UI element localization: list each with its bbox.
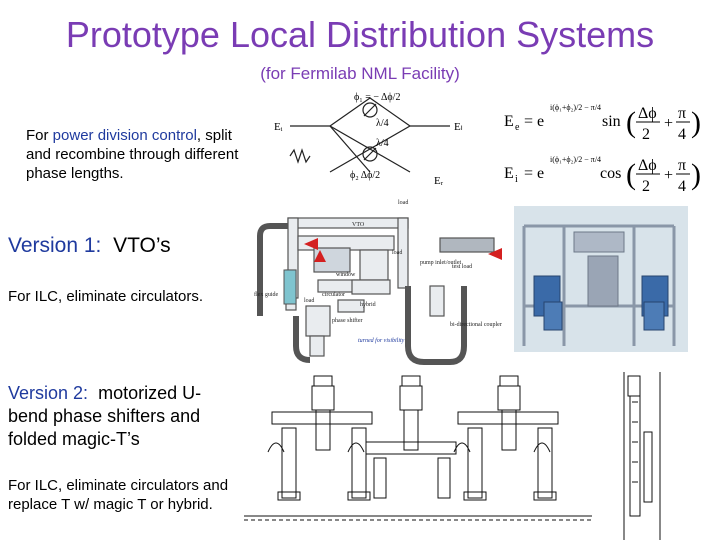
label-test-load: test load [452,264,472,270]
red-arrow-down [314,250,326,262]
eq1-arg-num: Δϕ [638,105,657,122]
eq1-paren-open: ( [626,106,636,139]
label-circulator: circulator [322,292,345,298]
eq2-paren-close: ) [691,158,700,191]
eq2-rhs: = e [524,165,544,182]
label-turned: turned for visibility [358,337,405,344]
eq1-pi-den: 4 [678,126,686,143]
label-bidirectional: bi-directional coupler [450,322,502,328]
label-vto: VTO [352,222,365,228]
version2-mechanical-drawing [244,372,661,540]
eq2-plus: + [664,167,673,184]
version1-heading: Version 1: VTO’s [8,234,171,258]
eq1-rhs: = e [524,113,544,130]
red-arrow-right [488,248,502,260]
vto-schematic: load VTO load window pump inlet/outlet c… [240,196,508,370]
eq2-exponent: i(ϕ₁+ϕ₂)/2 − π/4 [550,155,601,164]
eq2-pi-num: π [678,157,686,174]
label-load-right: load [392,250,402,256]
ilc-note-1: For ILC, eliminate circulators. [8,288,204,305]
e-in-label: Eᵢ [274,121,283,133]
phi-top-label: ϕ₁ = − Δϕ/2 [354,92,400,103]
power-split-schematic: ϕ₁ = − Δϕ/2 λ/4 λ/4 ϕ₂ Δϕ/2 Eᵢ Eₗ Eᵣ [274,92,463,187]
eq2-arg-den: 2 [642,178,650,195]
ilc-note-2: For ILC, eliminate circulators and repla… [8,477,229,513]
label-hybrid: hybrid [360,302,376,308]
eq1-arg-den: 2 [642,126,650,143]
eq1-exponent: i(ϕ₁+ϕ₂)/2 − π/4 [550,103,601,112]
label-phase-shifter: phase shifter [332,317,363,324]
e-r-label: Eᵣ [434,175,444,187]
label-window: window [336,272,356,278]
eq2-sub: i [515,174,518,185]
slide-subtitle: (for Fermilab NML Facility) [260,64,460,83]
version2-label: Version 2: [8,383,89,403]
text-prefix: For [26,127,53,144]
version1-rest: VTO’s [113,234,171,257]
version1-label: Version 1: [8,234,102,257]
version2-heading: Version 2: motorized U-bend phase shifte… [8,382,233,451]
version2-rest: motorized U-bend phase shifters and fold… [8,383,202,449]
lambda4-top-label: λ/4 [376,118,389,129]
eq1-plus: + [664,115,673,132]
equations-block: E e = e i(ϕ₁+ϕ₂)/2 − π/4 sin ( Δϕ 2 + π … [504,103,700,195]
eq1-paren-close: ) [691,106,700,139]
eq2-pi-den: 4 [678,178,686,195]
label-load-top: load [398,200,408,206]
eq2-lhs: E [504,165,514,182]
label-flex-guide: flex guide [254,291,278,298]
eq2-arg-num: Δϕ [638,157,657,174]
eq1-pi-num: π [678,105,686,122]
phi-bot-label: ϕ₂ Δϕ/2 [350,170,380,181]
eq1-function: sin [602,113,621,130]
eq1-lhs: E [504,113,514,130]
slide-title: Prototype Local Distribution Systems [65,14,655,55]
power-division-text: For power division control, split and re… [26,126,241,183]
label-pump: pump inlet/outlet [420,260,461,266]
power-division-highlight: power division control [52,127,197,144]
eq2-function: cos [600,165,621,182]
eq1-sub: e [515,122,520,133]
eq2-paren-open: ( [626,158,636,191]
label-load-left: load [304,298,314,304]
vto-3d-rendering [514,206,688,352]
lambda4-bot-label: λ/4 [376,138,389,149]
e-out-label: Eₗ [454,121,463,133]
text-suffix: , split and recombine through different … [26,127,239,182]
red-arrow-left [304,238,318,250]
